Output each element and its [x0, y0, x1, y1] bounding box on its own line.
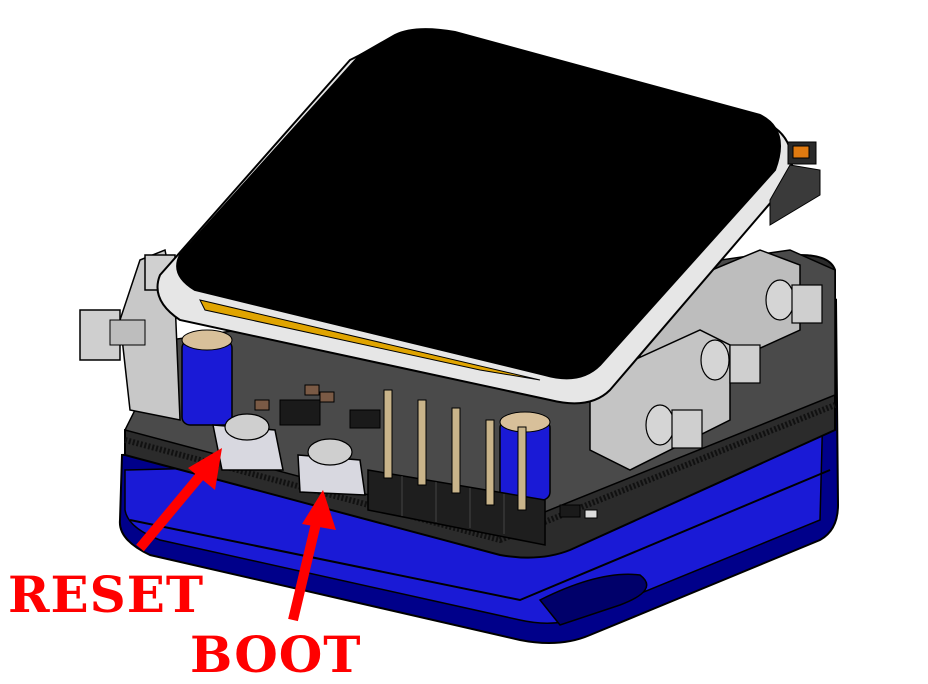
reset-arrow [136, 448, 222, 552]
reset-button [212, 413, 284, 471]
boot-button [297, 438, 366, 496]
reset-label: RESET [8, 565, 205, 624]
display [156, 28, 821, 405]
boot-arrow [288, 490, 336, 622]
smd-components [254, 384, 598, 519]
boot-label: BOOT [190, 625, 362, 684]
pin-header [367, 389, 546, 546]
